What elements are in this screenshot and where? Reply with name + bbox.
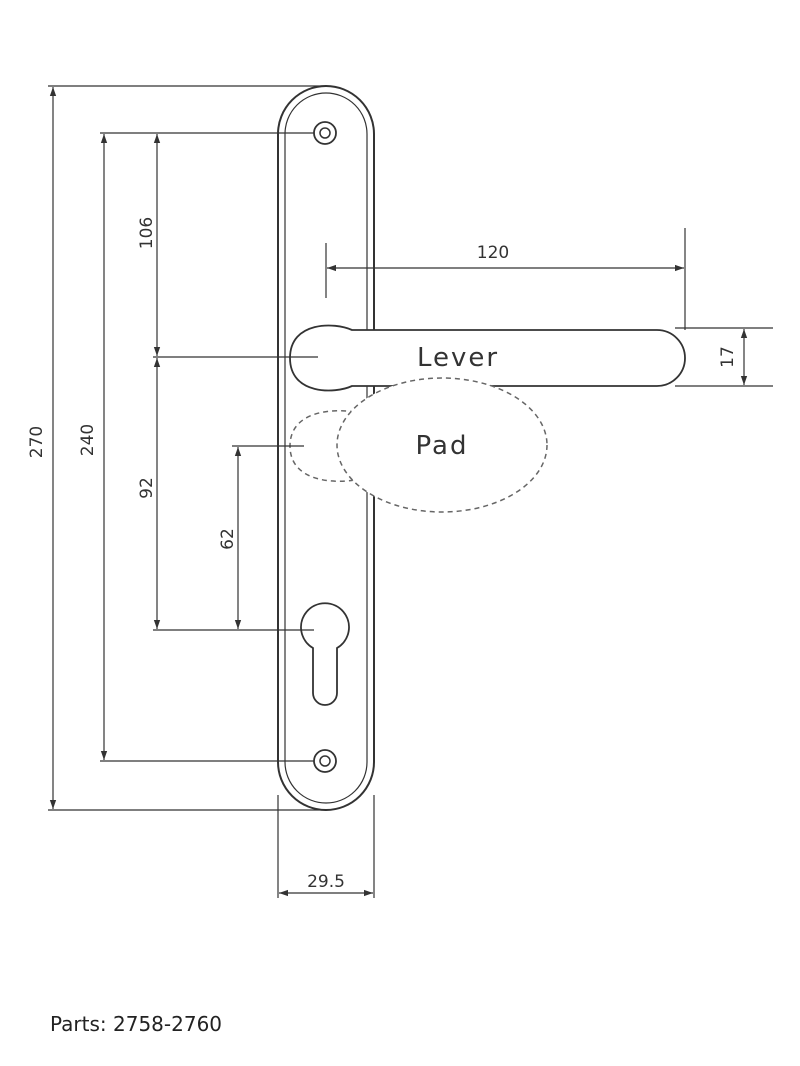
dimension-screw-to-lever (153, 134, 318, 358)
lever-handle (289, 324, 686, 392)
dim-92-text: 92 (137, 477, 157, 499)
dim-29-5-text: 29.5 (307, 872, 345, 892)
dimension-plate-width (277, 795, 375, 898)
pad-outline (289, 377, 548, 513)
top-screw-hole (313, 121, 337, 145)
dimension-overall-height (48, 85, 326, 811)
dim-17-text: 17 (718, 346, 738, 368)
dim-120-text: 120 (477, 243, 509, 263)
dimension-lever-to-cylinder (153, 358, 314, 631)
dimension-lever-thickness (675, 327, 773, 387)
cylinder-keyhole (300, 602, 350, 706)
bottom-screw-hole (313, 749, 337, 773)
dim-62-text: 62 (218, 528, 238, 550)
dim-270-text: 270 (27, 426, 47, 458)
dimension-pad-to-cylinder (232, 445, 304, 629)
lever-label: Lever (417, 343, 499, 373)
parts-caption: Parts: 2758-2760 (50, 1012, 223, 1036)
dimension-screw-centers (100, 132, 314, 762)
dimension-lever-length (325, 228, 686, 330)
dim-240-text: 240 (78, 424, 98, 456)
dim-106-text: 106 (137, 217, 157, 249)
pad-label: Pad (416, 431, 469, 461)
